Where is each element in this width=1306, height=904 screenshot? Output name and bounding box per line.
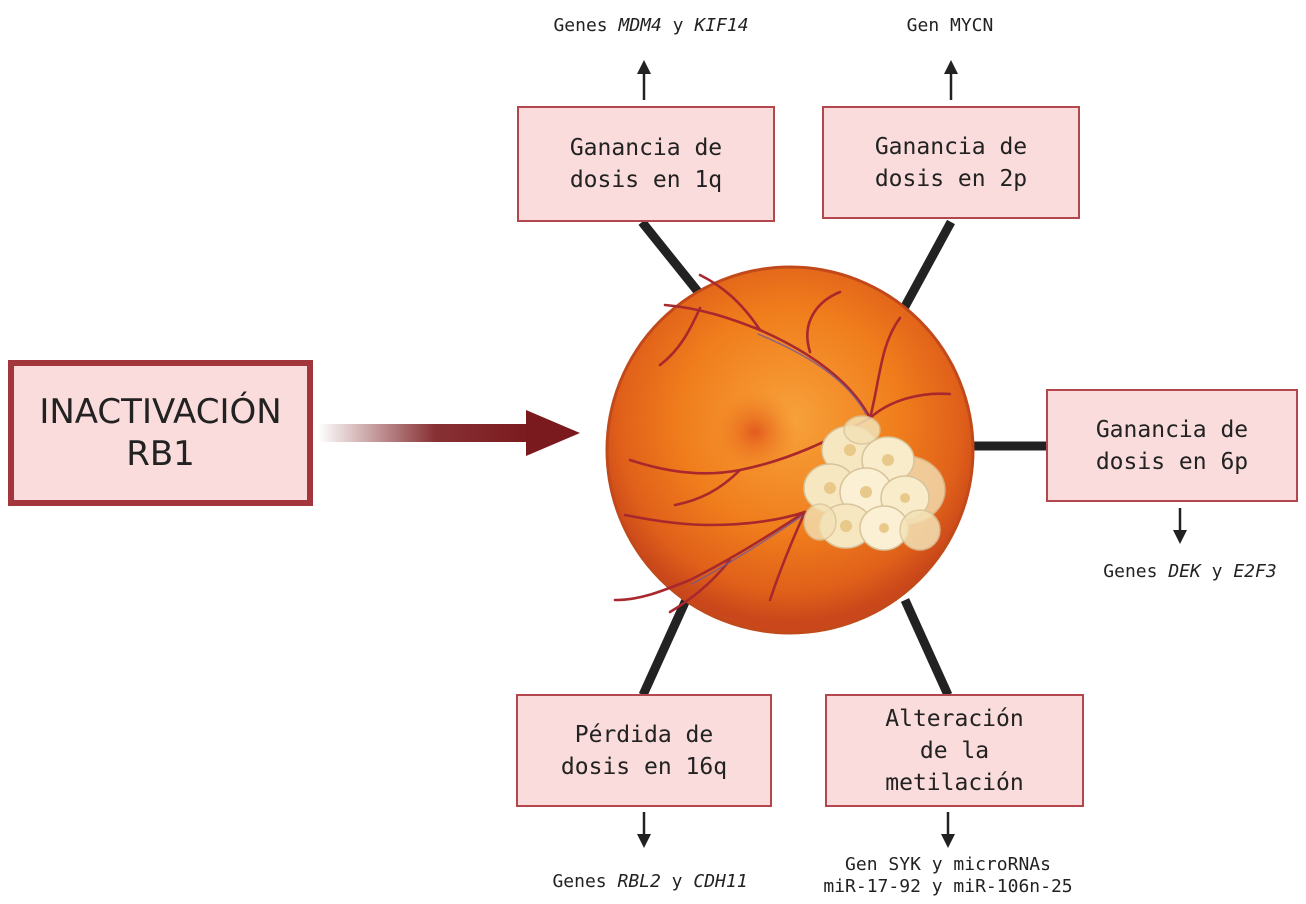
box-gain-6p: Ganancia de dosis en 6p bbox=[1046, 389, 1298, 502]
note-genes-2p: Gen MYCN bbox=[880, 15, 1020, 37]
box-gain-1q: Ganancia de dosis en 1q bbox=[517, 106, 775, 222]
gene-dek: DEK bbox=[1168, 561, 1201, 582]
note-methylation-line2: miR-17-92 y miR-106n-25 bbox=[806, 876, 1090, 898]
box-methylation-label: Alteración de la metilación bbox=[885, 703, 1023, 799]
connector-1q bbox=[642, 222, 703, 298]
note-genes-1q: Genes MDM4 y KIF14 bbox=[520, 15, 782, 37]
box-gain-1q-label: Ganancia de dosis en 1q bbox=[570, 132, 722, 196]
box-methylation: Alteración de la metilación bbox=[825, 694, 1084, 807]
box-gain-2p: Ganancia de dosis en 2p bbox=[822, 106, 1080, 219]
gene-mdm4: MDM4 bbox=[618, 15, 661, 36]
connector-metil bbox=[905, 600, 948, 695]
box-loss-16q: Pérdida de dosis en 16q bbox=[516, 694, 772, 807]
box-loss-16q-label: Pérdida de dosis en 16q bbox=[561, 719, 727, 783]
gene-cdh11: CDH11 bbox=[693, 871, 747, 892]
connector-2p bbox=[902, 222, 951, 312]
box-gain-6p-label: Ganancia de dosis en 6p bbox=[1096, 414, 1248, 478]
note-genes-16q: Genes RBL2 y CDH11 bbox=[525, 871, 775, 893]
note-genes-methylation: Gen SYK y microRNAs miR-17-92 y miR-106n… bbox=[806, 854, 1090, 898]
note-methylation-line1: Gen SYK y microRNAs bbox=[806, 854, 1090, 876]
box-gain-2p-label: Ganancia de dosis en 2p bbox=[875, 131, 1027, 195]
gene-e2f3: E2F3 bbox=[1233, 561, 1276, 582]
rb1-inactivation-label: INACTIVACIÓN RB1 bbox=[39, 391, 281, 475]
gene-rbl2: RBL2 bbox=[617, 871, 660, 892]
main-arrow bbox=[318, 410, 580, 456]
retina-fundus-with-tumor-icon bbox=[607, 267, 973, 633]
connector-16q bbox=[643, 600, 686, 695]
gene-kif14: KIF14 bbox=[694, 15, 748, 36]
rb1-inactivation-box: INACTIVACIÓN RB1 bbox=[8, 360, 313, 506]
note-genes-6p: Genes DEK y E2F3 bbox=[1086, 561, 1294, 583]
